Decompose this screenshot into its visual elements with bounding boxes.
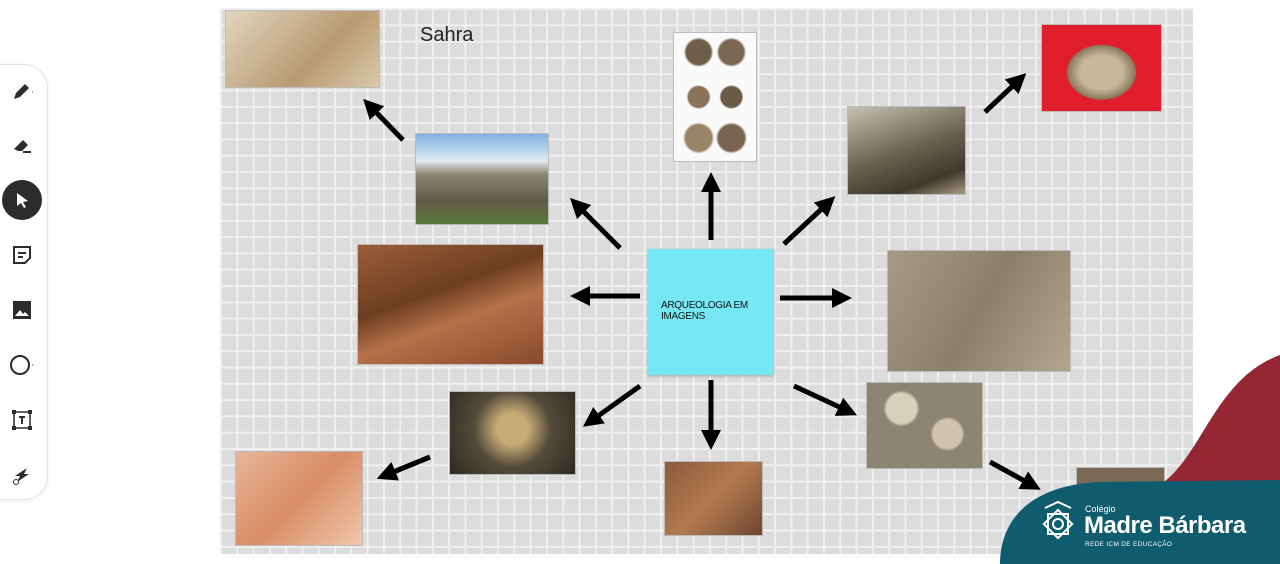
sticky-note[interactable]: ARQUEOLOGIA EM IMAGENS bbox=[648, 249, 774, 375]
eraser-tool[interactable] bbox=[2, 125, 42, 165]
excavation-image[interactable] bbox=[357, 244, 544, 365]
text-box-tool[interactable] bbox=[2, 400, 42, 440]
egyptian-relief-image[interactable] bbox=[887, 250, 1071, 372]
dinosaur-skeleton-image[interactable] bbox=[847, 106, 966, 195]
select-tool[interactable] bbox=[2, 180, 42, 220]
arrow bbox=[582, 383, 642, 427]
arrow bbox=[792, 383, 858, 416]
pen-icon bbox=[14, 84, 33, 99]
arrow bbox=[569, 197, 622, 250]
laser-icon bbox=[13, 468, 29, 485]
laser-tool[interactable] bbox=[2, 455, 42, 495]
arrow bbox=[988, 459, 1041, 490]
toolbar bbox=[0, 64, 48, 500]
arrow bbox=[782, 196, 836, 246]
cursor-icon bbox=[17, 193, 28, 208]
cave-painting-image[interactable] bbox=[235, 451, 363, 546]
shape-tool[interactable] bbox=[2, 345, 42, 385]
arrow bbox=[363, 98, 405, 142]
fossil-creature-image[interactable] bbox=[449, 391, 576, 475]
fossils-image[interactable] bbox=[225, 10, 380, 88]
brand-tagline: REDE ICM DE EDUCAÇÃO bbox=[1085, 541, 1173, 548]
arrow bbox=[983, 73, 1027, 114]
board-title[interactable]: Sahra bbox=[420, 24, 474, 46]
image-icon bbox=[13, 301, 31, 319]
circle-icon bbox=[10, 355, 34, 375]
arrow bbox=[376, 454, 431, 481]
brand-small-text: Colégio bbox=[1085, 504, 1116, 514]
sticky-note-tool[interactable] bbox=[2, 235, 42, 275]
brand-name: Madre Bárbara bbox=[1084, 512, 1246, 539]
shell-image[interactable] bbox=[1041, 24, 1162, 112]
pen-tool[interactable] bbox=[2, 71, 42, 111]
image-tool[interactable] bbox=[2, 290, 42, 330]
skulls-image[interactable] bbox=[673, 32, 757, 162]
stone-carving-image[interactable] bbox=[664, 461, 763, 536]
text-box-icon bbox=[12, 410, 32, 430]
ammonites-image[interactable] bbox=[866, 382, 983, 469]
sticky-note-icon bbox=[13, 246, 31, 264]
pyramid-image[interactable] bbox=[415, 133, 549, 225]
eraser-icon bbox=[14, 140, 31, 153]
sticky-note-text: ARQUEOLOGIA EM IMAGENS bbox=[661, 300, 748, 322]
